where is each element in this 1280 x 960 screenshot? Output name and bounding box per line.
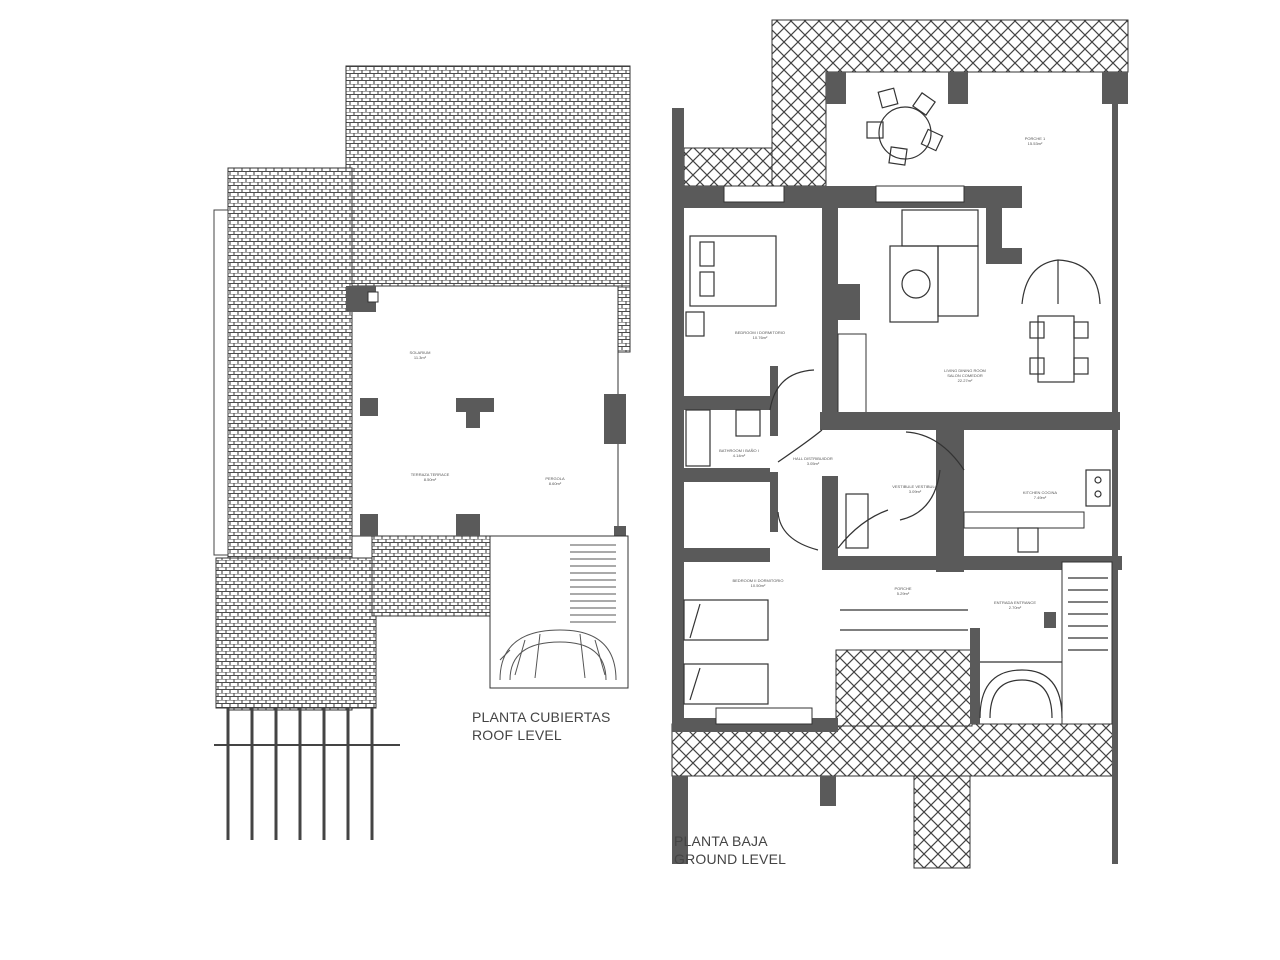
roof-level-plan [213,65,631,840]
ground-level-plan [671,19,1129,869]
